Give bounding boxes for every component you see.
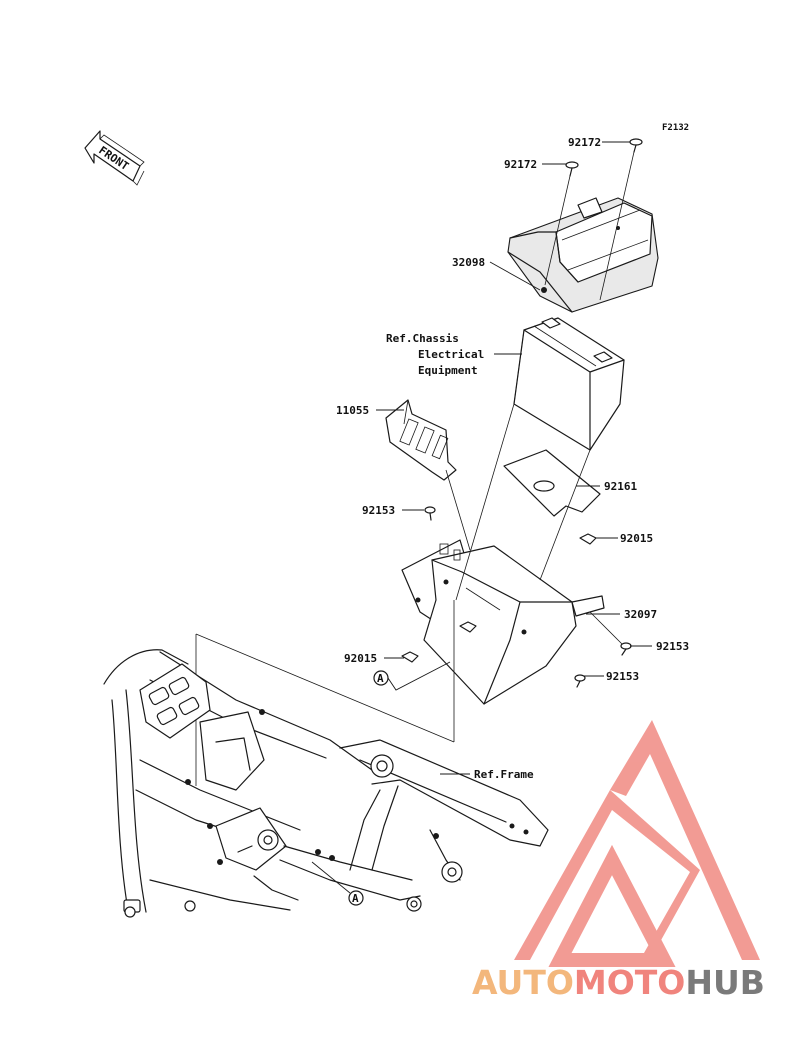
part-label-32097: 32097 (624, 608, 657, 621)
screw-92153-c (574, 674, 586, 688)
part-label-92161: 92161 (604, 480, 637, 493)
nut-92015-c (459, 621, 477, 633)
ref-frame-label: Ref.Frame (474, 768, 534, 781)
watermark-text: AUTOMOTOHUB (472, 963, 765, 1002)
front-arrow-icon: FRONT (84, 130, 145, 186)
frame (103, 649, 549, 918)
screw-92153-a (424, 506, 436, 521)
marker-a-bottom: A (348, 890, 364, 906)
watermark-logo-icon (514, 720, 760, 967)
marker-a-top: A (373, 670, 389, 686)
battery-case (401, 539, 605, 705)
bracket-11055 (385, 399, 457, 481)
figure-id: F2132 (662, 123, 689, 133)
screw-92172-b (565, 161, 579, 177)
battery-pad (503, 449, 601, 517)
battery-cover (507, 197, 659, 313)
part-label-92153-b: 92153 (656, 640, 689, 653)
part-label-92015-b: 92015 (344, 652, 377, 665)
screw-92172-a (629, 138, 643, 153)
part-label-11055: 11055 (336, 404, 369, 417)
marker-a-top-label: A (377, 672, 384, 685)
part-label-32098: 32098 (452, 256, 485, 269)
ref-chassis-line1: Ref.Chassis (386, 332, 459, 345)
part-label-92015-a: 92015 (620, 532, 653, 545)
screw-92153-b (620, 642, 632, 656)
nut-92015-b (401, 651, 419, 663)
watermark-part2: MOTO (574, 963, 685, 1002)
ref-chassis-line2: Electrical (418, 348, 484, 361)
ref-chassis-line3: Equipment (418, 364, 478, 377)
part-label-92172-b: 92172 (504, 158, 537, 171)
svg-text:AUTOMOTOHUB: AUTOMOTOHUB (472, 963, 765, 1002)
battery (513, 317, 625, 451)
nut-92015-a (579, 533, 597, 545)
part-label-92153-a: 92153 (362, 504, 395, 517)
marker-a-bottom-label: A (352, 892, 359, 905)
watermark-part3: HUB (685, 963, 765, 1002)
watermark-part1: AUTO (472, 963, 574, 1002)
part-label-92172-a: 92172 (568, 136, 601, 149)
part-label-92153-c: 92153 (606, 670, 639, 683)
